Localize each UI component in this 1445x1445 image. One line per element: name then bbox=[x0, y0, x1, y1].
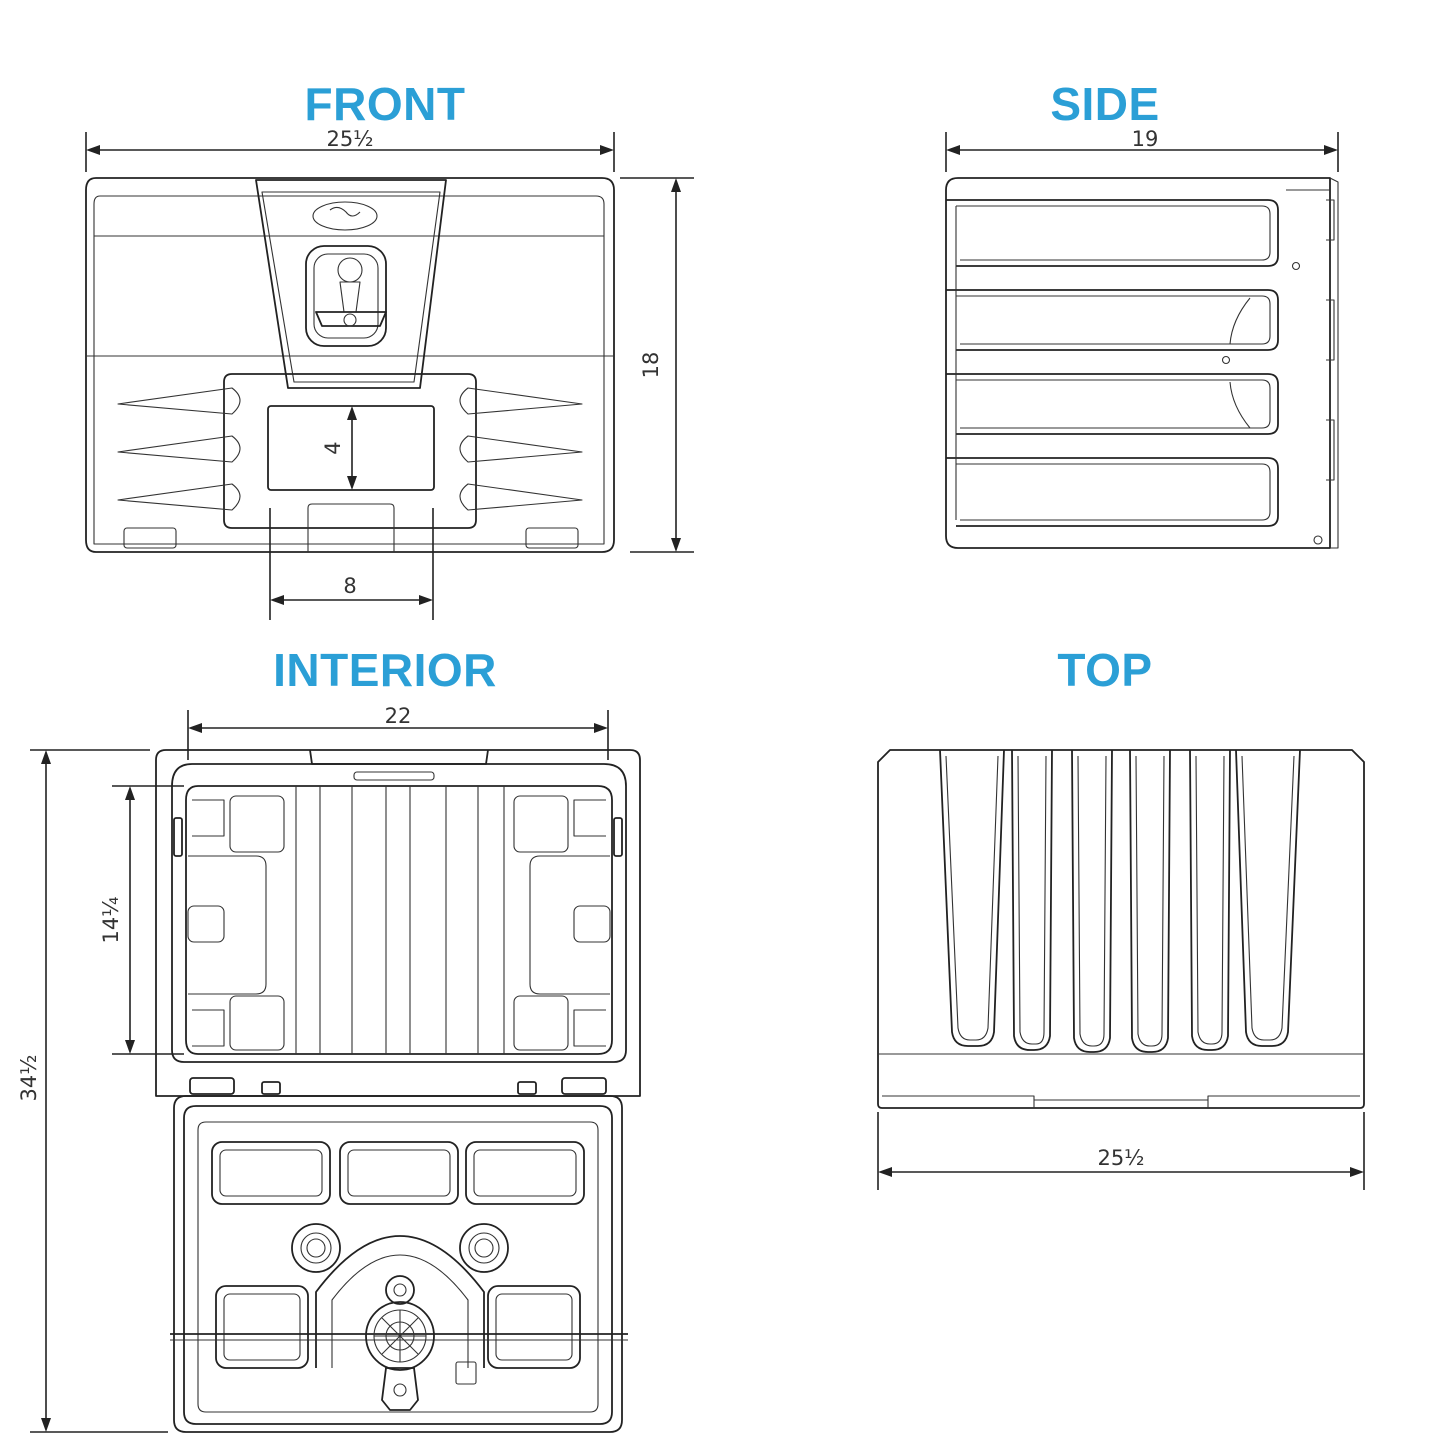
interior-width-label: 22 bbox=[385, 704, 412, 728]
interior-view bbox=[155, 749, 641, 1433]
top-title: TOP bbox=[1057, 644, 1152, 696]
front-title: FRONT bbox=[305, 78, 466, 130]
top-view bbox=[877, 749, 1365, 1109]
interior-lid-depth-label: 14¼ bbox=[99, 896, 123, 943]
front-height-label: 18 bbox=[639, 352, 663, 379]
top-dimensions: 25½ bbox=[877, 1112, 1365, 1190]
interior-title: INTERIOR bbox=[273, 644, 497, 696]
front-dimensions: 25½ 18 4 8 bbox=[85, 127, 694, 620]
side-depth-label: 19 bbox=[1132, 127, 1159, 151]
side-title: SIDE bbox=[1050, 78, 1159, 130]
side-dimensions: 19 bbox=[945, 127, 1339, 172]
front-width-label: 25½ bbox=[326, 127, 373, 151]
front-window-label: 4 bbox=[321, 441, 345, 454]
front-view bbox=[85, 177, 615, 553]
top-width-label: 25½ bbox=[1097, 1146, 1144, 1170]
interior-dimensions: 22 14¼ 34½ bbox=[17, 704, 609, 1433]
side-view bbox=[945, 177, 1339, 549]
interior-open-height-label: 34½ bbox=[17, 1054, 41, 1101]
front-handle-label: 8 bbox=[343, 574, 356, 598]
